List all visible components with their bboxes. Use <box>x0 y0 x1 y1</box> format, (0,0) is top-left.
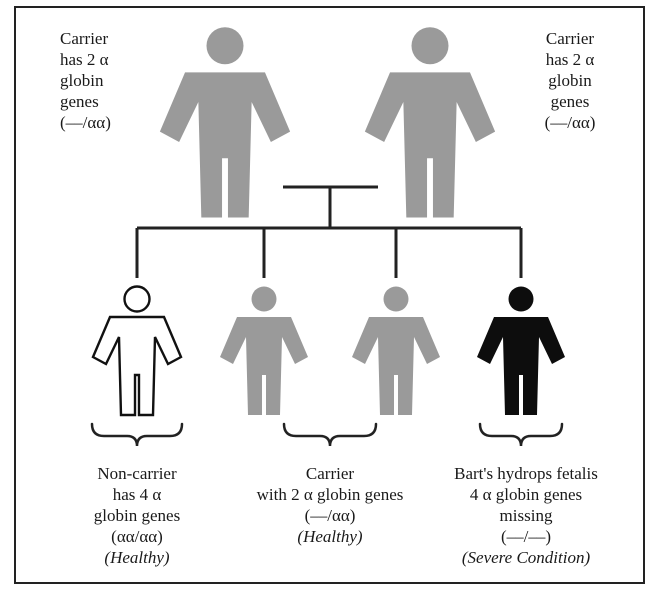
label-line: 4 α globin genes <box>469 485 583 504</box>
status-text: (Severe Condition) <box>461 548 591 567</box>
brace-affected <box>478 422 564 447</box>
label-line: (––/αα) <box>304 506 356 525</box>
label-line: Carrier <box>305 464 355 483</box>
label-line: Carrier <box>60 29 109 48</box>
label-line: (––/αα) <box>60 113 111 132</box>
label-line: globin <box>548 71 592 90</box>
label-line: Bart's hydrops fetalis <box>454 464 598 483</box>
label-line: with 2 α globin genes <box>256 485 404 504</box>
label-line: (––/––) <box>500 527 552 546</box>
label-line: Non-carrier <box>97 464 177 483</box>
status-text: (Healthy) <box>297 527 363 546</box>
child-carrier-figure-2 <box>352 286 440 415</box>
label-line: (αα/αα) <box>111 527 163 546</box>
parent-right-figure <box>364 27 496 218</box>
child-affected-figure <box>477 286 565 415</box>
label-line: genes <box>550 92 590 111</box>
brace-noncarrier <box>90 422 184 447</box>
label-line: has 4 α <box>112 485 162 504</box>
label-line: has 2 α <box>545 50 595 69</box>
label-line: Carrier <box>545 29 595 48</box>
parent-left-figure <box>159 27 291 218</box>
diagram-border <box>14 6 645 584</box>
parent-left-label: Carrier has 2 α globin genes (––/αα) <box>60 28 111 133</box>
label-line: (––/αα) <box>544 113 596 132</box>
child-carrier-figure-1 <box>220 286 308 415</box>
label-line: genes <box>60 92 99 111</box>
child-carrier-label: Carrier with 2 α globin genes (––/αα) (H… <box>240 463 420 547</box>
label-line: globin <box>60 71 104 90</box>
child-noncarrier-label: Non-carrier has 4 α globin genes (αα/αα)… <box>67 463 207 568</box>
label-line: has 2 α <box>60 50 109 69</box>
status-text: (Healthy) <box>104 548 170 567</box>
pedigree-lines <box>135 185 523 278</box>
label-line: globin genes <box>93 506 181 525</box>
child-noncarrier-figure <box>91 285 183 417</box>
parent-right-label: Carrier has 2 α globin genes (––/αα) <box>520 28 620 133</box>
brace-carriers <box>282 422 378 447</box>
child-affected-label: Bart's hydrops fetalis 4 α globin genes … <box>428 463 624 568</box>
label-line: missing <box>499 506 553 525</box>
